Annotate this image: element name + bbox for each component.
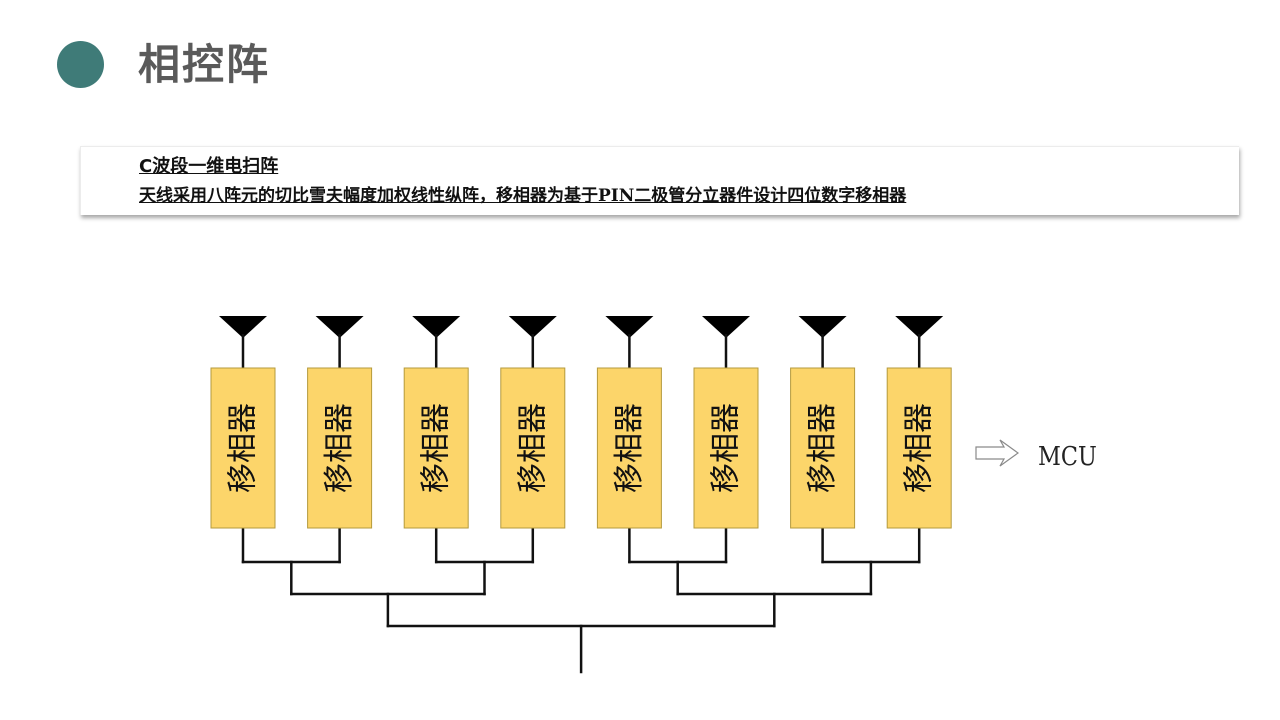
antenna-triangle-icon [605, 316, 654, 338]
array-elements: 移相器 移相器 移相器 移相器 移相器 移相器 移相器 移相器 [210, 316, 952, 529]
phase-shifter-box [790, 367, 856, 529]
phase-shifter-label: 移相器 [709, 403, 744, 493]
info-description: 天线采用八阵元的切比雪夫幅度加权线性纵阵，移相器为基于PIN二极管分立器件设计四… [139, 186, 907, 206]
phase-shifter-label: 移相器 [226, 403, 261, 493]
antenna-triangle-icon [702, 316, 750, 338]
output-group: MCU [975, 439, 1097, 471]
info-box: C波段一维电扫阵 天线采用八阵元的切比雪夫幅度加权线性纵阵，移相器为基于PIN二… [80, 146, 1239, 215]
antenna-triangle-icon [895, 316, 944, 338]
feed-network [241, 526, 921, 674]
array-element: 移相器 [500, 316, 566, 529]
phase-shifter-box [210, 367, 276, 529]
array-element: 移相器 [693, 316, 759, 529]
antenna-triangle-icon [798, 316, 847, 338]
array-element: 移相器 [596, 316, 662, 529]
array-element: 移相器 [790, 316, 856, 529]
phase-shifter-box [307, 367, 373, 529]
phase-shifter-box [403, 367, 469, 529]
array-element: 移相器 [886, 316, 952, 529]
phase-shifter-label: 移相器 [805, 403, 840, 493]
phase-shifter-label: 移相器 [322, 403, 357, 493]
array-element: 移相器 [403, 316, 469, 529]
phase-shifter-box [596, 367, 662, 529]
antenna-triangle-icon [412, 316, 461, 338]
info-heading: C波段一维电扫阵 [139, 156, 279, 177]
array-element: 移相器 [210, 316, 276, 529]
title-bullet-dot [57, 41, 104, 88]
antenna-triangle-icon [219, 316, 267, 338]
hollow-right-arrow-icon [975, 439, 1020, 467]
phase-shifter-label: 移相器 [612, 403, 647, 493]
phase-shifter-label: 移相器 [419, 403, 454, 493]
phase-shifter-box [500, 367, 566, 529]
antenna-triangle-icon [315, 316, 364, 338]
phase-shifter-label: 移相器 [515, 403, 550, 493]
page-title: 相控阵 [138, 40, 271, 89]
output-label: MCU [1038, 440, 1097, 471]
array-element: 移相器 [307, 316, 373, 529]
phase-shifter-box [693, 367, 759, 529]
phase-shifter-label: 移相器 [902, 403, 937, 493]
phase-shifter-box [886, 367, 952, 529]
antenna-triangle-icon [508, 316, 557, 338]
